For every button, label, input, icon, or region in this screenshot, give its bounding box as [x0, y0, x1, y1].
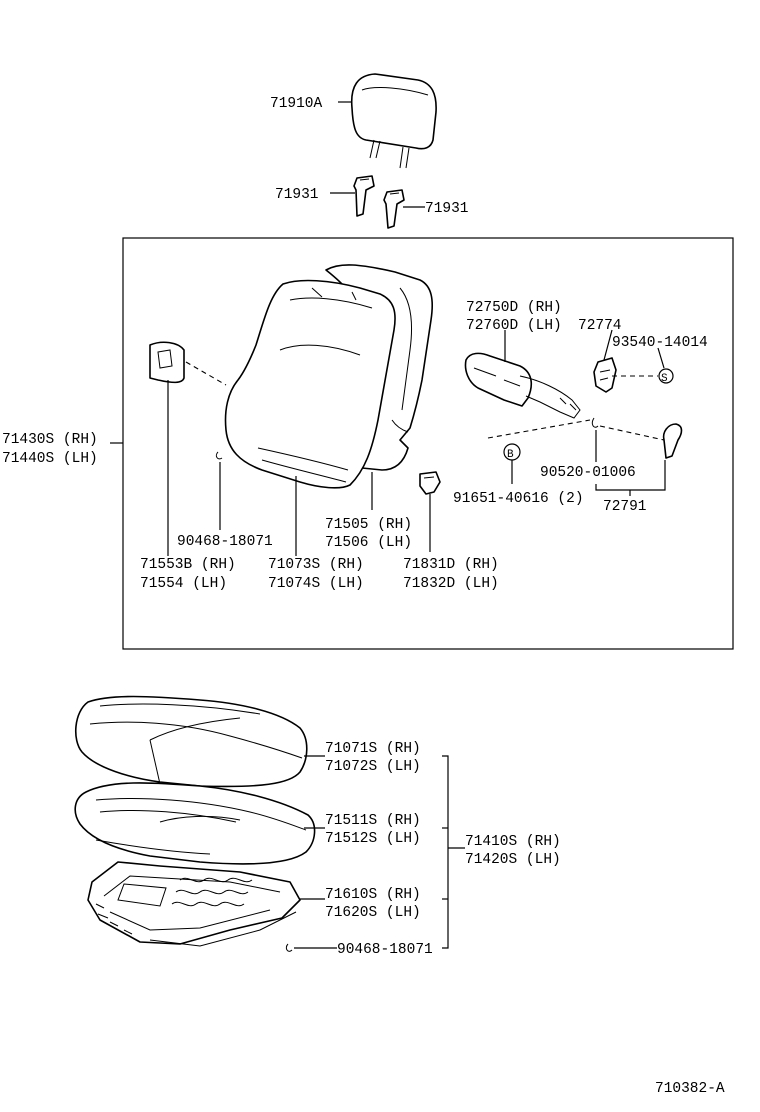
headrest-support-right — [383, 189, 405, 229]
label-72791: 72791 — [603, 499, 647, 515]
label-cushion-rh: 71410S (RH) — [465, 834, 561, 850]
recliner-lever-part — [662, 423, 683, 459]
label-pad-cush-rh: 71511S (RH) — [325, 813, 421, 829]
label-hog-ring-cush: 90468-18071 — [337, 942, 433, 958]
label-knob-lh: 71554 (LH) — [140, 576, 227, 592]
recliner-bracket-part — [464, 352, 581, 419]
label-bracket-lh: 72760D (LH) — [466, 318, 562, 334]
headrest-guide-part — [419, 471, 441, 495]
cushion-cover-part — [75, 695, 308, 788]
label-seatback-rh: 71430S (RH) — [2, 432, 98, 448]
label-pad-cush-lh: 71512S (LH) — [325, 831, 421, 847]
label-hog-ring-back: 90468-18071 — [177, 534, 273, 550]
mark-s-text: S — [661, 373, 668, 385]
cushion-pad-part — [74, 782, 316, 865]
label-seatback-lh: 71440S (LH) — [2, 451, 98, 467]
label-guide-lh: 71832D (LH) — [403, 576, 499, 592]
cushion-frame-part — [87, 861, 301, 947]
seatback-cover — [224, 279, 396, 489]
label-frame-rh: 71610S (RH) — [325, 887, 421, 903]
label-support-left: 71931 — [275, 187, 319, 203]
label-frame-lh: 71620S (LH) — [325, 905, 421, 921]
diagram-id: 710382-A — [655, 1081, 725, 1097]
label-cover-cush-lh: 71072S (LH) — [325, 759, 421, 775]
clip-90520-part — [591, 417, 599, 428]
label-knob-rh: 71553B (RH) — [140, 557, 236, 573]
mark-b-text: B — [507, 449, 514, 461]
label-cover-cush-rh: 71071S (RH) — [325, 741, 421, 757]
recliner-cover-part — [593, 357, 617, 393]
label-72774: 72774 — [578, 318, 622, 334]
label-cushion-lh: 71420S (LH) — [465, 852, 561, 868]
label-cover-back-lh: 71074S (LH) — [268, 576, 364, 592]
hog-ring-back-part — [215, 451, 223, 460]
label-91651: 91651-40616 (2) — [453, 491, 584, 507]
hog-ring-cush-part — [285, 943, 293, 952]
headrest-part — [350, 73, 437, 169]
label-bracket-rh: 72750D (RH) — [466, 300, 562, 316]
label-cover-back-rh: 71073S (RH) — [268, 557, 364, 573]
label-pad-back-rh: 71505 (RH) — [325, 517, 412, 533]
screw-s-mark — [658, 368, 674, 384]
recliner-knob-cover — [149, 341, 185, 384]
headrest-support-left — [353, 175, 375, 217]
label-support-right: 71931 — [425, 201, 469, 217]
label-90520: 90520-01006 — [540, 465, 636, 481]
label-pad-back-lh: 71506 (LH) — [325, 535, 412, 551]
label-headrest: 71910A — [270, 96, 323, 112]
label-93540: 93540-14014 — [612, 335, 708, 351]
label-guide-rh: 71831D (RH) — [403, 557, 499, 573]
